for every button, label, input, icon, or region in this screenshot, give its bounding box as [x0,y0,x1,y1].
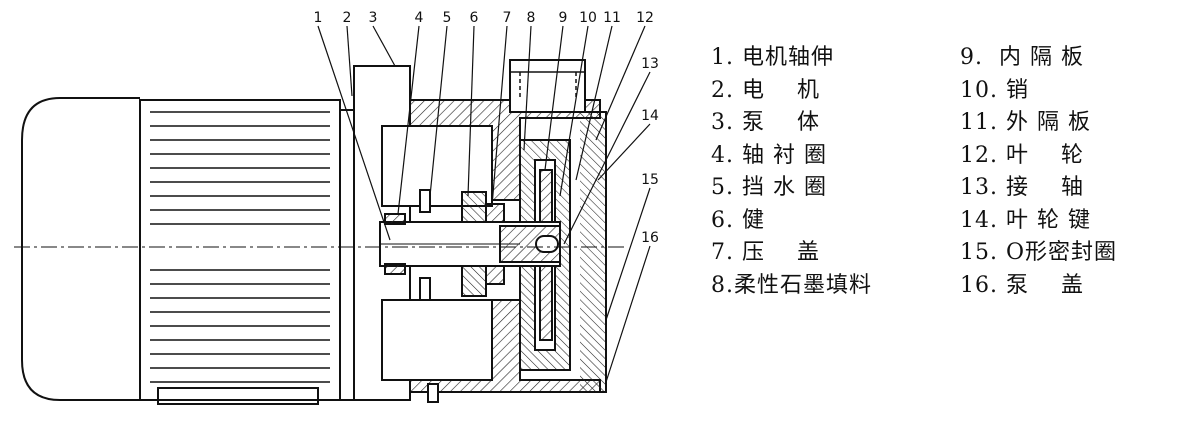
legend-item-15: 15. O形密封圈 [960,240,1118,265]
legend-item-5: 5. 挡 水 圈 [711,175,827,200]
legend-item-7: 7. 压 盖 [711,240,820,265]
legend-item-3: 3. 泵 体 [711,110,820,135]
callout-11: 11 [603,10,621,26]
legend-item-8: 8.柔性石墨填料 [711,272,872,298]
callout-2: 2 [343,10,352,26]
motor [21,65,411,405]
callout-3: 3 [369,10,378,26]
legend-item-16: 16. 泵 盖 [960,272,1084,298]
legend-item-11: 11. 外 隔 板 [960,110,1091,135]
callout-16: 16 [641,230,659,246]
leader-lines [317,25,651,383]
legend-item-10: 10. 销 [960,77,1029,103]
legend-right-column: 9. 内 隔 板 10. 销 11. 外 隔 板 12. 叶 轮 13. 接 轴… [960,42,1117,302]
legend-item-12: 12. 叶 轮 [960,142,1084,168]
callout-6: 6 [470,10,479,26]
legend-item-13: 13. 接 轴 [960,175,1084,200]
legend-item-2: 2. 电 机 [711,77,820,103]
legend-item-4: 4. 轴 衬 圈 [711,142,827,168]
callout-15: 15 [641,172,659,188]
callout-13: 13 [641,56,659,72]
legend-item-9: 9. 内 隔 板 [960,45,1084,70]
callout-1: 1 [314,10,323,26]
callout-8: 8 [527,10,536,26]
callout-numbers: 1 2 3 4 5 6 7 8 9 10 11 12 13 14 15 16 [314,10,659,246]
callout-7: 7 [503,10,512,26]
callout-10: 10 [579,10,597,26]
callout-4: 4 [415,10,424,26]
callout-5: 5 [443,10,452,26]
legend-left-column: 1. 电机轴伸 2. 电 机 3. 泵 体 4. 轴 衬 圈 5. 挡 水 圈 … [711,42,872,302]
legend-item-6: 6. 健 [711,207,765,233]
callout-9: 9 [559,10,568,26]
legend-item-14: 14. 叶 轮 键 [960,207,1091,233]
pump-body [379,59,607,403]
callout-14: 14 [641,108,659,124]
callout-12: 12 [636,10,654,26]
legend-item-1: 1. 电机轴伸 [711,45,834,70]
